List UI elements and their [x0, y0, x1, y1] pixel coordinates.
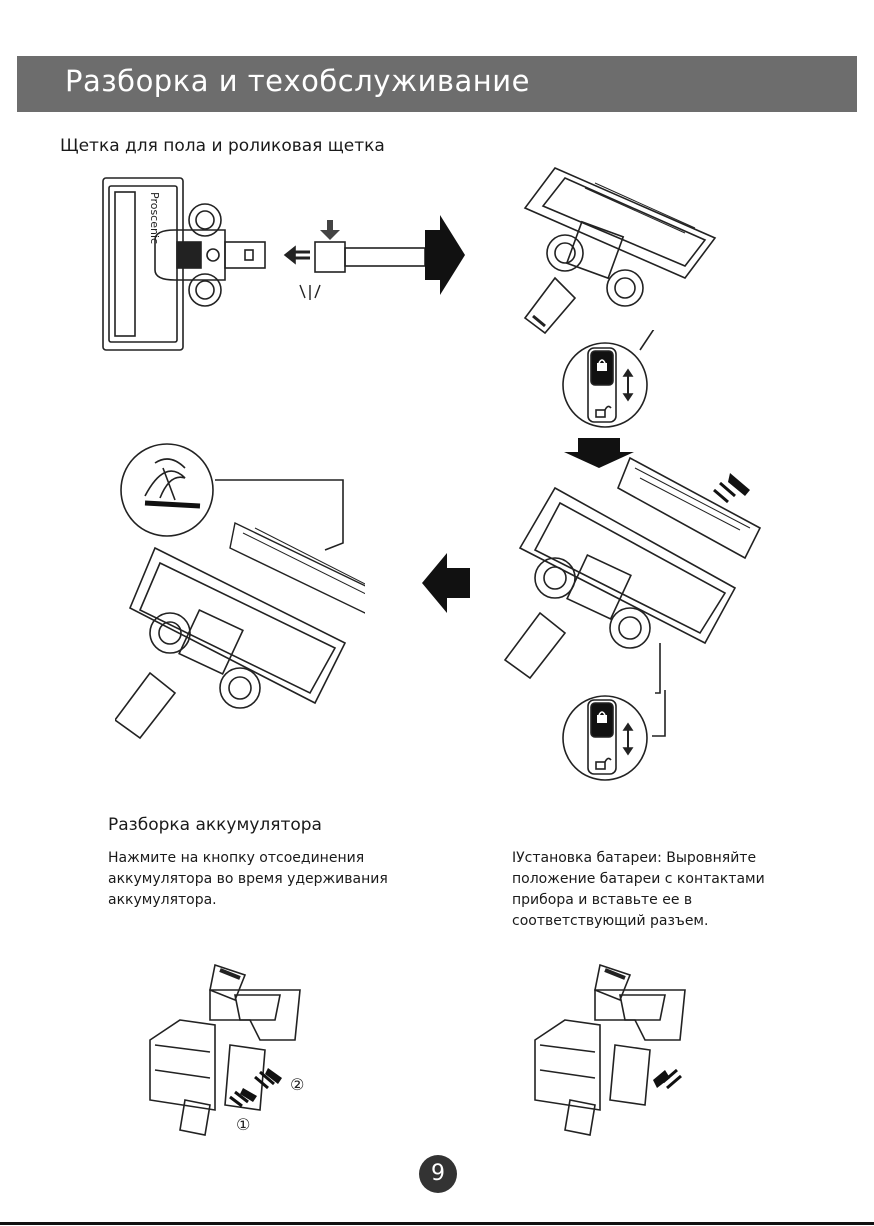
brand-label: Proscenic	[148, 192, 161, 244]
text-line: IУстановка батареи: Выровняйте	[512, 848, 765, 869]
header-bar: Разборка и техобслуживание	[17, 56, 857, 112]
text-line: положение батареи с контактами	[512, 869, 765, 890]
text-line: Нажмите на кнопку отсоединения	[108, 848, 388, 869]
bottom-divider	[0, 1222, 874, 1225]
illustration-brush-detach: Proscenic	[95, 170, 475, 360]
illustration-battery-install	[525, 960, 695, 1145]
battery-remove-text: Нажмите на кнопку отсоединения аккумулят…	[108, 848, 388, 911]
illustration-roller-removed	[500, 438, 780, 698]
section-title-battery: Разборка аккумулятора	[108, 815, 322, 835]
step-2-label: ②	[290, 1075, 304, 1094]
step-1-label: ①	[236, 1115, 250, 1134]
text-line: соответствующий разъем.	[512, 911, 765, 932]
text-line: аккумулятора во время удерживания	[108, 869, 388, 890]
battery-install-text: IУстановка батареи: Выровняйте положение…	[512, 848, 765, 932]
lock-toggle-illustration	[560, 330, 670, 430]
page-number: 9	[419, 1155, 457, 1193]
text-line: прибора и вставьте ее в	[512, 890, 765, 911]
left-arrow-icon	[422, 553, 472, 613]
illustration-roller-cleaning	[115, 438, 365, 748]
text-line: аккумулятора.	[108, 890, 388, 911]
page-title: Разборка и техобслуживание	[65, 64, 530, 98]
illustration-brush-angled	[515, 158, 725, 348]
lock-toggle-illustration-2	[560, 690, 670, 790]
illustration-battery-remove: ② ①	[140, 960, 330, 1145]
section-title-brush: Щетка для пола и роликовая щетка	[60, 136, 385, 156]
